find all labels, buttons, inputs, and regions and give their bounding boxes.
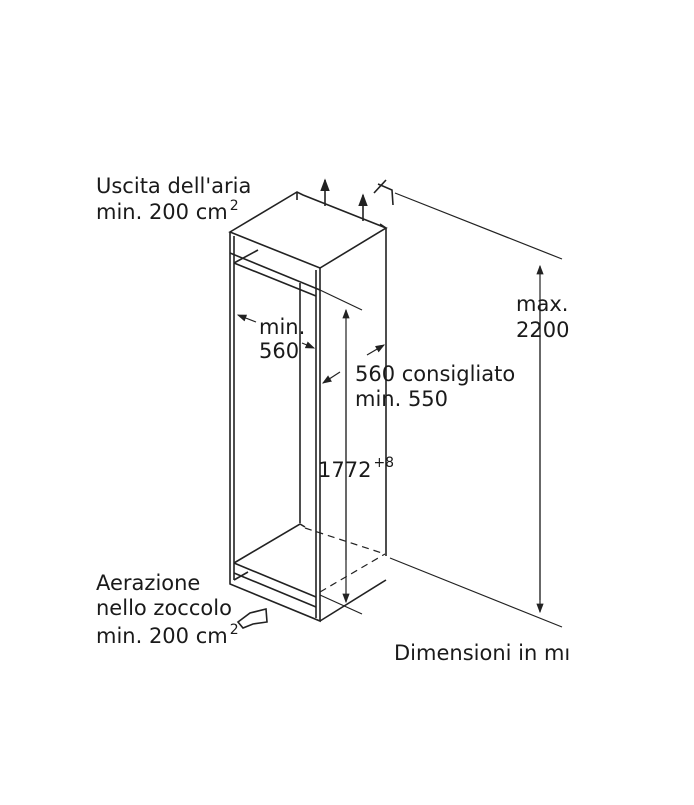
ceiling-symbol-icon <box>373 179 394 206</box>
units-note: Dimensioni in mı <box>394 641 570 665</box>
inner-width-label: min. <box>259 315 305 339</box>
plinth-superscript: 2 <box>230 622 239 638</box>
plinth-ventilation-min: min. 200 cm <box>96 624 228 648</box>
depth-recommended-label: 560 consigliato <box>355 362 515 386</box>
plinth-ventilation-label-2: nello zoccolo <box>96 596 232 620</box>
niche-height-value: 1772 <box>318 458 371 482</box>
plinth-air-arrow-icon <box>236 607 268 629</box>
depth-min-label: min. 550 <box>355 387 448 411</box>
dimension-lines <box>236 192 563 628</box>
cabinet-niche <box>228 191 388 623</box>
plinth-ventilation-label: Aerazione <box>96 571 200 595</box>
max-height-label: max. <box>516 292 568 316</box>
niche-height-tolerance: +8 <box>373 455 394 471</box>
air-outlet-min-label: min. 200 cm <box>96 200 228 224</box>
air-outlet-superscript: 2 <box>230 198 239 214</box>
air-outlet-arrows <box>320 178 394 221</box>
inner-width-value: 560 <box>259 339 299 363</box>
niche-height-text: 1772+8 <box>318 455 394 482</box>
max-height-value: 2200 <box>516 318 569 342</box>
air-outlet-label: Uscita dell'aria <box>96 174 251 198</box>
